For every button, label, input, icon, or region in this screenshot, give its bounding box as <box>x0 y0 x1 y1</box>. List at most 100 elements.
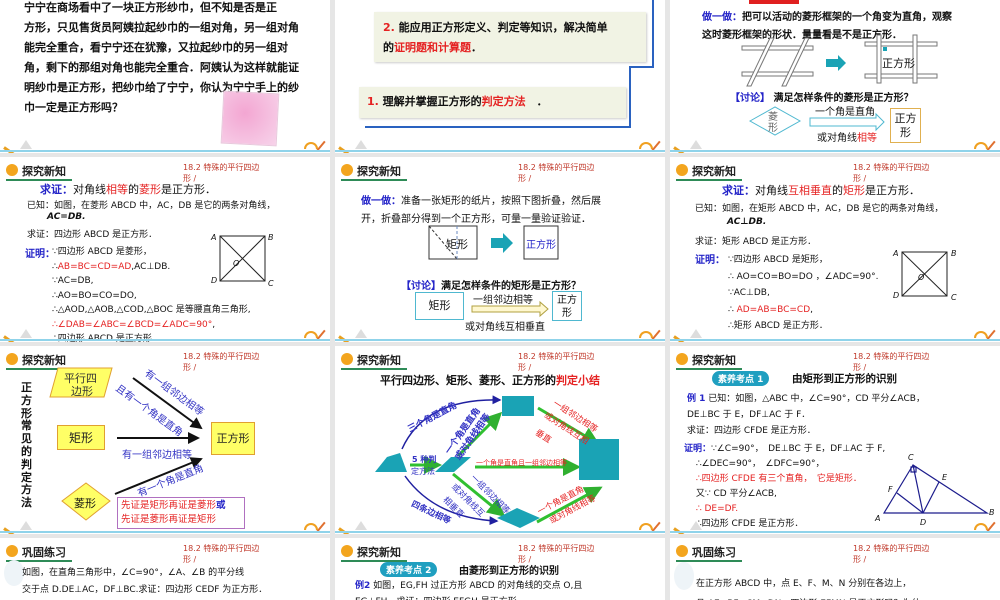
prism-icon <box>690 140 702 149</box>
text-line: ∴四边形 CFDE 是正方形． <box>684 517 885 532</box>
text-segment: 的 <box>832 184 843 197</box>
given: 已知：如图，在矩形 ABCD 中，AC，DB 是它的两条对角线， <box>695 201 943 214</box>
text-segment: ∴ AO=CO=BO=DO ，∠ADC=90°. <box>728 271 879 282</box>
section-header: 探究新知 <box>341 544 407 562</box>
text-line: ∴ AD=AB=BC=CD, <box>728 302 878 319</box>
text-line: 2. 能应用正方形定义、判定等知识，解决简单 <box>383 18 608 38</box>
slide-methods[interactable]: 探究新知 18.2 特殊的平行四边形 / 正方形常见的判定方法 平行四 边形 矩… <box>0 346 330 534</box>
summary-diagram <box>375 395 619 528</box>
slide-exercise-2[interactable]: 巩固练习 18.2 特殊的平行四边形 / 在正方形 ABCD 中，点 E、F、M… <box>670 538 1000 600</box>
given: 已知：如图，在菱形 ABCD 中，AC，DB 是它的两条对角线， <box>27 198 275 211</box>
slide-summary[interactable]: 探究新知 18.2 特殊的平行四边形 / 平行四边形、矩形、菱形、正方形的判定小… <box>335 346 665 534</box>
chapter-title: 18.2 特殊的平行四边形 / <box>183 352 260 372</box>
point-c: C <box>268 279 274 288</box>
text-segment: ,AC⊥DB. <box>131 261 171 272</box>
text-segment: 求证：矩形 ABCD 是正方形． <box>695 237 817 247</box>
point-d: D <box>211 276 218 285</box>
claim: 求证：对角线互相垂直的矩形是正方形． <box>722 182 920 198</box>
header-icon <box>341 545 353 557</box>
bottom-bar <box>670 339 1000 341</box>
text-segment: 或对角线 <box>817 133 857 144</box>
slide-story[interactable]: 宁宁在商场看中了一块正方形纱巾，但不知是否是正方形，只见售货员阿姨拉起纱巾的一组… <box>0 0 330 153</box>
prism-icon <box>20 329 32 338</box>
slide-example-1[interactable]: 探究新知 18.2 特殊的平行四边形 / 素养考点 1 由矩形到正方形的识别 例… <box>670 346 1000 534</box>
point-a: A <box>875 514 881 523</box>
text-segment: 求证： <box>722 184 755 197</box>
point-o: O <box>233 259 240 268</box>
text-segment: 平行四边形、矩形、菱形、正方形的 <box>380 374 556 387</box>
exercise-text: 在正方形 ABCD 中，点 E、F、M、N 分别在各边上，且 AE=BF=CM=… <box>696 574 920 600</box>
point-f: F <box>888 485 893 494</box>
text-segment: 菱形 <box>139 183 161 196</box>
text-line: 又∵ CD 平分∠ACB, <box>684 487 885 502</box>
bottom-bar <box>670 150 1000 152</box>
doit-text: 做一做：准备一张矩形的纸片，按照下图折叠，然后展开，折叠部分得到一个正方形，可量… <box>361 193 601 229</box>
text-segment: 相等 <box>106 183 128 196</box>
point-b: B <box>951 249 957 258</box>
text-segment: 开，折叠部分得到一个正方形，可量一量验证验证． <box>361 214 591 225</box>
text-segment: 这时菱形框架的形状．量量看是不是正方形． <box>702 30 902 41</box>
text-line: 【讨论】 满足怎样条件的菱形是正方形？ <box>730 89 913 104</box>
text-segment: 互相垂直 <box>788 184 832 197</box>
text-segment: DE⊥BC 于 E，DF⊥AC 于 F． <box>687 410 811 420</box>
condition-2: 或对角线相等 <box>817 129 877 144</box>
slide-rhombus-proof[interactable]: 探究新知 18.2 特殊的平行四边形 / 求证：对角线相等的菱形是正方形． 已知… <box>0 157 330 342</box>
text-segment: 做一做： <box>361 196 401 207</box>
pencil-badge-icon <box>4 560 24 586</box>
proof-label: 证明： <box>695 255 725 266</box>
section-header: 探究新知 <box>6 163 72 181</box>
text-segment: 能完全重合，看宁宁还在犹豫，又拉起纱巾的另一组对 <box>24 41 288 54</box>
text-segment: AC⊥DB. <box>727 217 767 227</box>
label-five-methods-2: 定方法 <box>411 467 435 476</box>
header-icon <box>6 545 18 557</box>
text-segment: 的 <box>383 41 394 54</box>
goal-1-box <box>359 87 626 118</box>
example-text: 例 1 已知：如图，△ABC 中，∠C=90°，CD 平分∠ACB，DE⊥BC … <box>687 391 925 439</box>
slide-goals[interactable]: 2. 能应用正方形定义、判定等知识，解决简单的证明题和计算题． 1. 理解并掌握… <box>335 0 665 153</box>
frame-figure <box>741 34 938 136</box>
text-segment: 对角线 <box>73 183 106 196</box>
text-line: 例2 如图，EG,FH 过正方形 ABCD 的对角线的交点 O,且 <box>355 578 582 594</box>
text-segment: ∵四边形 ABCD 是菱形， <box>52 247 152 257</box>
slide-rhombus-frame[interactable]: 做一做：把可以活动的菱形框架的一个角变为直角，观察这时菱形框架的形状．量量看是不… <box>670 0 1000 153</box>
text-segment: 判定方法 <box>481 95 526 108</box>
slide-rectangle-proof[interactable]: 探究新知 18.2 特殊的平行四边形 / 求证：对角线互相垂直的矩形是正方形． … <box>670 157 1000 342</box>
text-segment: 宁宁在商场看中了一块正方形纱巾，但不知是否是正 <box>24 1 277 14</box>
section-header: 巩固练习 <box>676 544 742 562</box>
slide-example-2[interactable]: 探究新知 18.2 特殊的平行四边形 / 素养考点 2 由菱形到正方形的识别 例… <box>335 538 665 600</box>
text-segment: 角，剩下的那组对角也能完全重合．阿姨认为这样就能证 <box>24 61 299 74</box>
protractor-icon <box>974 523 988 530</box>
text-segment: 方形，只见售货员阿姨拉起纱巾的一组对角，另一组对角 <box>24 21 299 34</box>
text-segment: ∵∠C=90°， DE⊥BC 于 E，DF⊥AC 于 F, <box>711 444 886 454</box>
discuss-text: 【讨论】 满足怎样条件的菱形是正方形？ <box>730 89 913 104</box>
text-line: 已知：如图，在矩形 ABCD 中，AC，DB 是它的两条对角线， <box>695 201 943 214</box>
square-box: 正方形 <box>890 108 921 143</box>
goal-2-text: 2. 能应用正方形定义、判定等知识，解决简单的证明题和计算题． <box>383 18 608 58</box>
text-segment: 或 <box>216 500 226 511</box>
protractor-icon <box>974 142 988 149</box>
text-line: AC⊥DB. <box>727 217 766 227</box>
text-line: 或对角线相等 <box>817 129 877 144</box>
header-icon <box>6 353 18 365</box>
text-segment: 对角线 <box>755 184 788 197</box>
text-segment: 能应用正方形定义、判定等知识，解决简单 <box>398 21 608 34</box>
text-segment: 例2 <box>355 581 371 591</box>
fold-figure <box>428 225 559 318</box>
claim: 求证：对角线相等的菱形是正方形． <box>40 181 216 197</box>
text-segment: 先证是矩形再证是菱形 <box>121 500 217 511</box>
text-segment: 已知：如图，在菱形 ABCD 中，AC，DB 是它的两条对角线， <box>27 201 276 211</box>
parallelogram-label: 平行四 <box>64 372 97 385</box>
slide-rectangle-fold[interactable]: 探究新知 18.2 特殊的平行四边形 / 做一做：准备一张矩形的纸片，按照下图折… <box>335 157 665 342</box>
header-icon <box>341 353 353 365</box>
slide-exercise-1[interactable]: 巩固练习 18.2 特殊的平行四边形 / 如图，在直角三角形中，∠C=90°，∠… <box>0 538 330 600</box>
condition-2: 或对角线互相垂直 <box>465 322 545 333</box>
point-o: O <box>918 273 925 282</box>
text-segment: 的 <box>128 183 139 196</box>
given-2: AC⊥DB. <box>727 217 766 227</box>
header-title: 探究新知 <box>22 165 66 178</box>
text-line: 巾一定是正方形吗？ <box>24 98 299 118</box>
square-figure <box>901 251 948 297</box>
text-line: 开，折叠部分得到一个正方形，可量一量验证验证． <box>361 211 601 229</box>
text-segment: 理解并掌握正方形的 <box>382 95 482 108</box>
to-prove: 求证：四边形 ABCD 是正方形． <box>27 227 157 240</box>
